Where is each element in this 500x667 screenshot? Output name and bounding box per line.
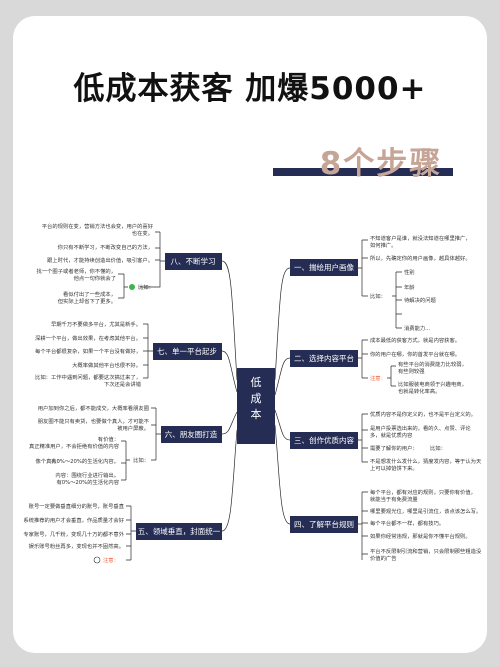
poster-card: 低成本获客 加爆5000+ 8个步骤 — [13, 16, 487, 653]
branch-4-text: 平台不反限制引流和营销，只会限制那些粗造没 — [370, 547, 482, 555]
center-char-3: 本 — [251, 407, 262, 421]
branch-6-text: 有0%～20%的生活化内容。 — [51, 457, 119, 465]
subtitle-underline — [273, 168, 453, 176]
branch-5-text: 账号一定要做垂直细分的账号，账号垂直 — [29, 502, 125, 510]
branch-7-text: 大概率做其他平台也很不好。 — [72, 361, 141, 369]
branch-3-text: 是用户投票选出来的，看的久、点赞、评论 — [370, 424, 471, 432]
branch-4-text: 每个平台都不一样，都有技巧。 — [370, 519, 444, 527]
branch-6-text: 像个真人： — [36, 457, 63, 465]
subtitle: 8个步骤 — [319, 146, 443, 182]
minus-icon — [93, 556, 101, 564]
branch-7-label: 七、单一平台起步 — [157, 346, 217, 356]
branch-1-text: 消费能力... — [404, 324, 431, 332]
branch-2-text: 也就是转化率高。 — [398, 387, 440, 395]
center-connectors — [221, 260, 291, 532]
branch-5-text: 系统推荐的用户才会垂直，作品质量才会好 — [23, 516, 124, 524]
branch-2-text: 有些平台的消费能力比较弱， — [398, 360, 467, 368]
branch-7-text: 每个平台都很复杂，如果一个平台没有做好， — [35, 347, 141, 355]
branch-3-text: 不是想发什么发什么，猜度发内容，等于认为天 — [370, 457, 482, 465]
branch-4-text: 就能当于有免费流量 — [370, 495, 418, 503]
branch-7: 七、单一平台起步 早期千万不要做多平台，尤其是新手。 深耕一个平台，做出效果，在… — [35, 320, 222, 388]
branch-1-text: 不知道客户是谁，就没法知道在哪里推广， — [370, 234, 471, 242]
branch-3-text: 优质内容不是你定义的，也不是平台定义的。 — [370, 410, 476, 418]
branch-7-text: 比如：工作中遇到问题，都要这次搞过来了， — [35, 373, 141, 381]
subtitle-block: 8个步骤 — [273, 138, 473, 188]
branch-4: 四、了解平台规则 每个平台，都有对应的规则，只要你有价值， 就能当于有免费流量 … — [290, 488, 482, 562]
branch-4-text: 每个平台，都有对应的规则，只要你有价值， — [370, 488, 476, 496]
branch-7-text: 早期千万不要做多平台，尤其是新手。 — [51, 320, 141, 328]
branch-2-text: 有些则较强 — [398, 367, 425, 375]
branch-4-label: 四、了解平台规则 — [294, 519, 354, 529]
branch-5-text: 专家账号，几千粉，变现几十万的都不意外 — [23, 530, 124, 538]
branch-8-label: 八、不断学习 — [171, 256, 216, 266]
branch-2-note: 注意： — [370, 374, 386, 382]
branch-2-text: 比如服装电商领于兴趣电商， — [398, 380, 467, 388]
branch-8: 八、不断学习 平台的规则在变，营销方法也会变，用户的喜好 也在变。 你只有不断学… — [37, 222, 222, 305]
branch-1-text: 所以，先确定你的用户画像，越具体越好。 — [370, 254, 471, 262]
poster-title: 低成本获客 加爆5000+ — [73, 71, 427, 107]
branch-1-note: 比如： — [370, 292, 386, 300]
branch-8-text: 你只有不断学习，不断改变自己的方法， — [58, 243, 153, 251]
branch-8-text: 跟上时代，才能持续创造出价值，吸引客户。 — [47, 256, 153, 264]
check-icon — [129, 284, 135, 290]
branch-1-text: 待解决的问题 — [404, 296, 436, 304]
center-char-2: 成 — [251, 392, 262, 405]
branch-2-label: 二、选择内容平台 — [294, 353, 354, 363]
branch-1-label: 一、揣绘用户画像 — [294, 262, 354, 272]
branch-8-text: 但实际上却省下了更多。 — [58, 297, 116, 305]
branch-4-text: 哪里要观光位，哪里是引流位，该点该怎么写。 — [370, 507, 481, 515]
center-char-1: 低 — [251, 376, 262, 389]
branch-8-text: 平台的规则在变，营销方法也会变，用户的喜好 — [42, 222, 154, 230]
center-node: 低 成 本 — [237, 368, 275, 444]
branch-2-text: 成本最低的获客方式，就是内容获客。 — [370, 336, 460, 344]
branch-8-note: 比如： — [138, 283, 154, 291]
branch-1: 一、揣绘用户画像 不知道客户是谁，就没法知道在哪里推广， 如何推广。 所以，先确… — [290, 234, 471, 332]
branch-1-text: 性别 — [404, 268, 415, 276]
branch-6-text: 真正精准用户，不会拒绝有价值的内容 — [29, 442, 120, 450]
branch-6-text: 用户加到你之后，都不能成交，大概率看朋友圈 — [38, 404, 149, 412]
branch-6-text: 被用户屏蔽。 — [117, 424, 149, 432]
branch-6-text: 朋友圈不能只有卖货，也要做个真人，才可能不 — [38, 417, 150, 425]
branch-3-label: 三、创作优质内容 — [294, 435, 354, 445]
branch-8-text: 他点一句你就会了 — [74, 274, 116, 282]
branch-6-note: 比如： — [133, 456, 149, 464]
branch-1-text: 年龄 — [404, 283, 415, 291]
branch-6-text: 有0%～20%的生活化内容 — [56, 478, 119, 486]
branch-2: 二、选择内容平台 成本最低的获客方式，就是内容获客。 你的用户在哪，你的首发平台… — [290, 336, 467, 395]
branch-1-text: 如何推广。 — [370, 241, 397, 249]
branch-2-text: 你的用户在哪，你的首发平台就在哪。 — [370, 350, 460, 358]
branch-6-text: 有价值： — [98, 435, 119, 443]
branch-3: 三、创作优质内容 优质内容不是你定义的，也不是平台定义的。 是用户投票选出来的，… — [290, 410, 482, 472]
branch-5-label: 五、领域垂直，封面统一 — [138, 526, 221, 536]
branch-3-text: 需要了解你的用户： — [370, 444, 418, 452]
branch-3-text: 多，就是优质内容 — [370, 431, 413, 439]
branch-7-text: 深耕一个平台，做出效果，在考虑其他平台。 — [35, 334, 141, 342]
branch-5: 五、领域垂直，封面统一 账号一定要做垂直细分的账号，账号垂直 系统推荐的用户才会… — [23, 502, 222, 564]
branch-5-text: 娱乐账号粉丝再多，变现也并不固然高。 — [29, 542, 124, 550]
branch-4-text: 价值的广告 — [370, 554, 397, 562]
branch-8-text: 也在变。 — [132, 229, 153, 237]
branch-3-text: 上可以掉馅饼下来。 — [370, 464, 418, 472]
branch-6: 六、朋友圈打造 用户加到你之后，都不能成交，大概率看朋友圈 朋友圈不能只有卖货，… — [29, 404, 222, 486]
branch-7-text: 下次还是会讲错 — [104, 380, 142, 388]
branch-4-text: 如果你经常违规，那就是你不懂平台规则。 — [370, 532, 471, 540]
branch-6-text: 内容：围绕行业进行输出。 — [55, 471, 119, 479]
branch-6-label: 六、朋友圈打造 — [165, 429, 218, 439]
branch-8-text: 看似付出了一些成本， — [63, 290, 116, 298]
branch-5-note: 注意： — [103, 556, 119, 564]
branch-3-note: 比如： — [430, 444, 446, 452]
branch-8-text: 找一个圈子或者老师，你不懂的， — [37, 267, 116, 275]
